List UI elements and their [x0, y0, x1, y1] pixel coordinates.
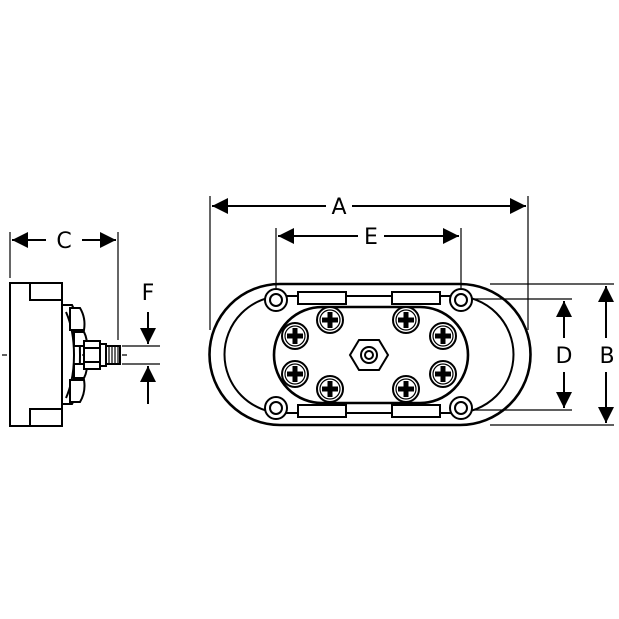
dimension-d: D	[472, 298, 573, 411]
slot-bottom-right	[391, 404, 441, 418]
label-a: A	[331, 195, 346, 220]
mounting-hole-bottom-left	[264, 396, 288, 420]
dimension-c: C	[9, 229, 119, 340]
terminal-screw-3	[281, 322, 309, 350]
side-view-knob-top	[69, 307, 86, 331]
mounting-hole-top-left	[264, 288, 288, 312]
side-view-base-plate	[9, 282, 63, 427]
label-d: D	[556, 344, 573, 369]
terminal-screw-8	[392, 375, 420, 403]
terminal-screw-4	[429, 322, 457, 350]
terminal-screw-1	[316, 306, 344, 334]
dimension-e: E	[275, 225, 462, 288]
front-view	[208, 282, 532, 427]
terminal-screw-7	[316, 375, 344, 403]
label-c: C	[56, 229, 71, 254]
side-view	[2, 282, 130, 427]
slot-bottom-left	[297, 404, 347, 418]
side-view-knob-bottom	[69, 379, 86, 403]
side-view-notch-bottom	[29, 408, 62, 426]
terminal-screw-5	[281, 360, 309, 388]
mounting-hole-top-right	[449, 288, 473, 312]
center-hex-nut	[348, 339, 390, 371]
mounting-hole-bottom-right	[449, 396, 473, 420]
dimension-b: B	[490, 283, 615, 426]
label-b: B	[599, 344, 614, 369]
side-view-hex-nut	[83, 340, 101, 370]
terminal-screw-6	[429, 360, 457, 388]
slot-top-left	[297, 291, 347, 305]
dimension-a: A	[209, 195, 529, 330]
outer-housing	[208, 282, 532, 427]
side-view-stud-threads	[108, 346, 119, 364]
label-e: E	[364, 225, 378, 250]
terminal-block	[272, 305, 470, 405]
terminal-screw-2	[392, 306, 420, 334]
slot-top-right	[391, 291, 441, 305]
side-view-notch-top	[29, 283, 62, 301]
label-f: F	[142, 281, 155, 306]
dimension-f: F	[122, 281, 160, 404]
